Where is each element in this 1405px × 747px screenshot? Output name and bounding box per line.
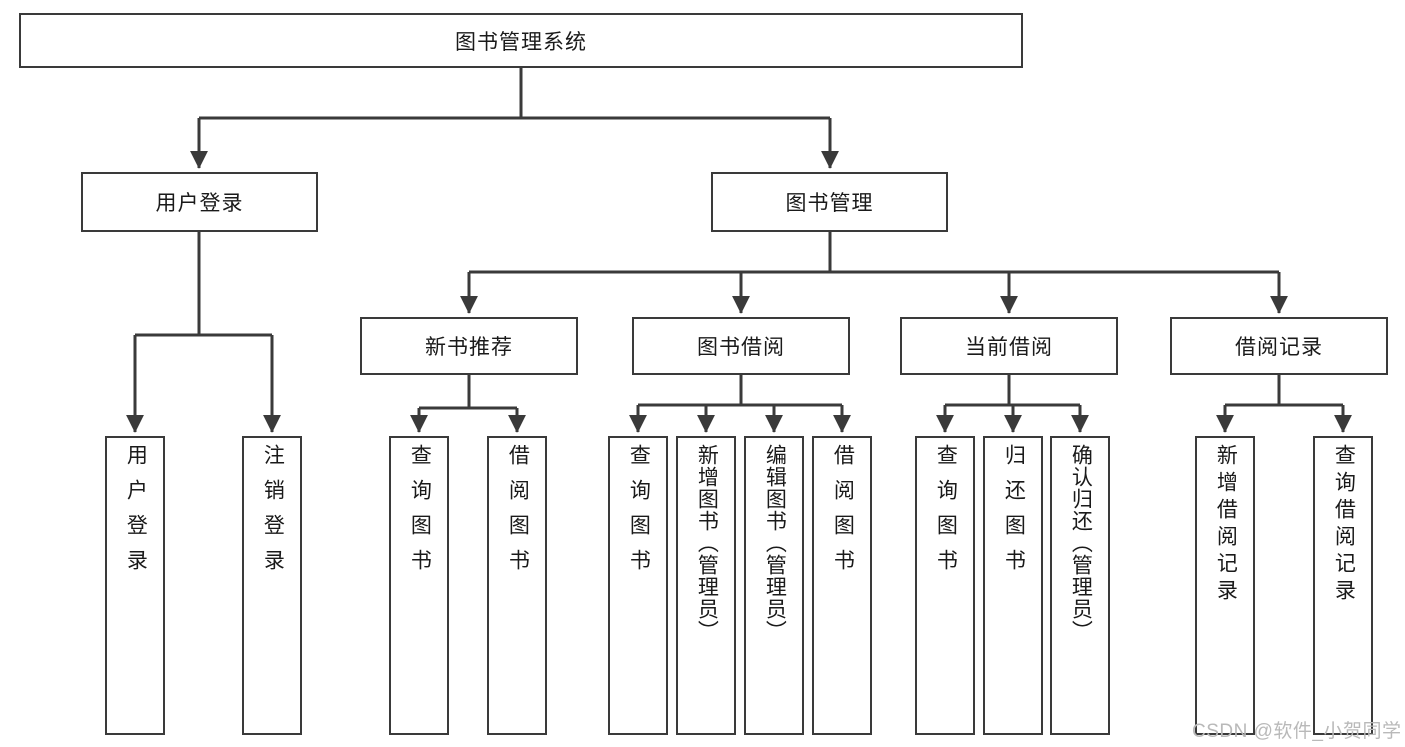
node-borrowing-records[interactable]: 借阅记录 <box>1170 317 1388 375</box>
node-label: 图书管理 <box>785 192 874 215</box>
node-label: 借阅记录 <box>1235 336 1323 359</box>
node-label: 当前借阅 <box>965 336 1053 359</box>
node-leaf-add-book-admin[interactable]: 新增图书（管理员） <box>676 436 736 735</box>
node-leaf-query-books-current[interactable]: 查询图书 <box>915 436 975 735</box>
node-book-management[interactable]: 图书管理 <box>711 172 948 232</box>
node-root-book-management-system[interactable]: 图书管理系统 <box>19 13 1023 68</box>
node-label: 图书借阅 <box>697 336 785 359</box>
node-leaf-query-books-borrow[interactable]: 查询图书 <box>608 436 668 735</box>
node-leaf-borrow-books-new[interactable]: 借阅图书 <box>487 436 547 735</box>
node-leaf-user-login[interactable]: 用户登录 <box>105 436 165 735</box>
node-leaf-borrow-books[interactable]: 借阅图书 <box>812 436 872 735</box>
node-user-login[interactable]: 用户登录 <box>81 172 318 232</box>
node-label: 图书管理系统 <box>455 30 587 54</box>
node-leaf-query-borrow-record[interactable]: 查询借阅记录 <box>1313 436 1373 735</box>
node-label: 编辑图书（管理员） <box>763 444 787 642</box>
node-label: 查询借阅记录 <box>1332 444 1356 606</box>
node-current-borrowing[interactable]: 当前借阅 <box>900 317 1118 375</box>
node-label: 新增图书（管理员） <box>695 444 719 642</box>
node-new-book-recommendation[interactable]: 新书推荐 <box>360 317 578 375</box>
node-label: 借阅图书 <box>506 444 530 584</box>
node-leaf-logout-login[interactable]: 注销登录 <box>242 436 302 735</box>
node-label: 新书推荐 <box>425 336 513 359</box>
node-leaf-edit-book-admin[interactable]: 编辑图书（管理员） <box>744 436 804 735</box>
node-label: 查询图书 <box>627 444 651 584</box>
node-label: 归还图书 <box>1002 444 1026 584</box>
node-label: 用户登录 <box>155 192 244 215</box>
node-label: 查询图书 <box>934 444 958 584</box>
node-leaf-add-borrow-record[interactable]: 新增借阅记录 <box>1195 436 1255 735</box>
csdn-watermark: CSDN @软件_小贺同学 <box>1192 721 1402 742</box>
node-book-borrowing[interactable]: 图书借阅 <box>632 317 850 375</box>
node-label: 确认归还（管理员） <box>1069 444 1093 642</box>
node-leaf-return-books[interactable]: 归还图书 <box>983 436 1043 735</box>
node-label: 借阅图书 <box>831 444 855 584</box>
node-label: 查询图书 <box>408 444 432 584</box>
node-leaf-query-books-new[interactable]: 查询图书 <box>389 436 449 735</box>
node-leaf-confirm-return-admin[interactable]: 确认归还（管理员） <box>1050 436 1110 735</box>
node-label: 注销登录 <box>261 444 285 584</box>
node-label: 新增借阅记录 <box>1214 444 1238 606</box>
node-label: 用户登录 <box>124 444 148 584</box>
